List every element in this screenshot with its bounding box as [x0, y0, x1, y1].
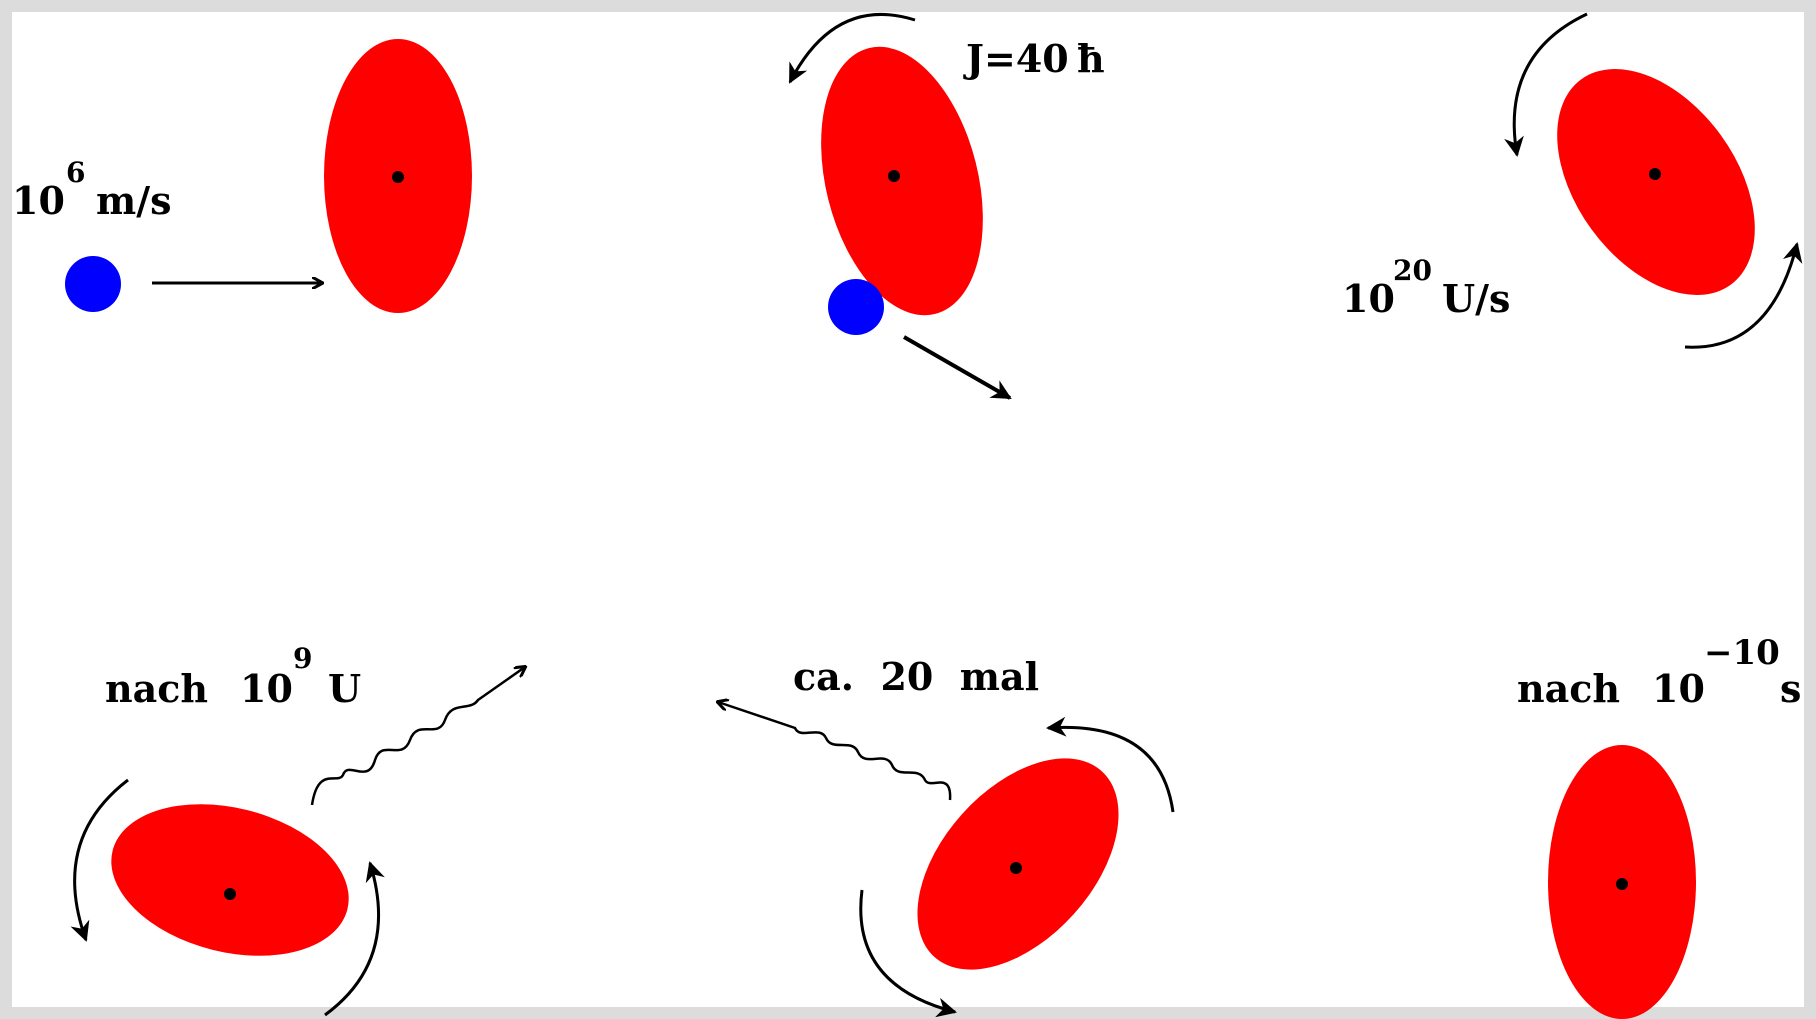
time-label-exponent: −10	[1704, 633, 1780, 673]
nucleus-center-dot	[224, 888, 236, 900]
rotation-arrow-upper	[1046, 716, 1175, 813]
time-label-base: 10	[1652, 666, 1705, 711]
turns-label-exponent: 9	[293, 642, 312, 675]
panel-radiation-start: nach 10 9 U	[70, 642, 525, 1017]
rotation-arrow-lower	[859, 889, 957, 1018]
angular-momentum-label: J=40	[963, 36, 1069, 81]
scattered-projectile	[828, 279, 884, 335]
rotating-nucleus	[1557, 69, 1755, 295]
rotation-label-exponent: 20	[1393, 254, 1432, 287]
excited-nucleus	[821, 46, 983, 316]
nucleus-center-dot	[392, 171, 404, 183]
panel-final-state: nach 10 −10 s	[1517, 633, 1801, 1019]
projectile-nucleus	[65, 256, 121, 312]
gamma-ray-wave	[310, 667, 525, 806]
rotation-arrow-left	[70, 778, 129, 942]
nucleus-center-dot	[1649, 168, 1661, 180]
turns-label-base: 10	[240, 666, 293, 711]
rotation-label-base: 10	[1342, 276, 1395, 321]
turns-label-unit: U	[328, 666, 361, 711]
nucleus-center-dot	[1010, 862, 1022, 874]
rotation-label-unit: U/s	[1442, 276, 1510, 321]
panel-collision: J=40 ħ	[788, 12, 1105, 400]
velocity-label-unit: m/s	[96, 178, 171, 223]
panel-approach: 10 6 m/s	[12, 39, 472, 313]
rotation-arrow-lower	[1684, 242, 1803, 349]
rotation-arrow-upper	[1504, 12, 1588, 157]
panel-repeated-emission: ca. 20 mal	[718, 654, 1175, 1018]
scatter-arrow	[903, 335, 1012, 400]
rotation-arrow-right	[324, 861, 385, 1017]
radiating-nucleus	[111, 804, 349, 956]
time-label-prefix: nach	[1517, 666, 1620, 711]
turns-label-prefix: nach	[105, 666, 208, 711]
emission-count-label: ca. 20 mal	[793, 654, 1039, 699]
rotation-arrow-top	[788, 12, 916, 84]
nucleus-center-dot	[888, 170, 900, 182]
gamma-ray-wave	[718, 702, 952, 801]
hbar-symbol: ħ	[1077, 36, 1105, 81]
velocity-label-exponent: 6	[66, 156, 85, 189]
panel-rotation: 10 20 U/s	[1342, 12, 1803, 349]
time-label-unit: s	[1780, 666, 1801, 711]
velocity-label-base: 10	[12, 178, 65, 223]
nucleus-center-dot	[1616, 878, 1628, 890]
